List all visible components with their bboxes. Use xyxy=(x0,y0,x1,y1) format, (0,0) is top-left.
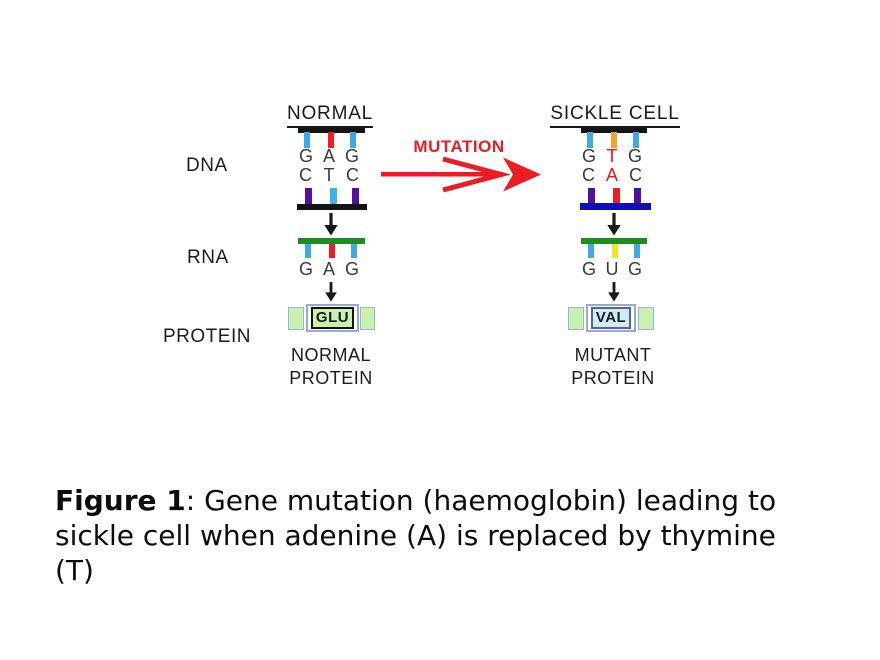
sickle-dna-bottom-codon: C A C xyxy=(582,165,642,186)
down-arrow-icon xyxy=(325,282,337,302)
caption-text: : Gene mutation (haemoglobin) leading to xyxy=(185,484,777,517)
protein-row-label: PROTEIN xyxy=(163,326,251,347)
caption-line: sickle cell when adenine (A) is replaced… xyxy=(55,519,776,552)
nucleotide-letter-mutated: A xyxy=(605,165,618,185)
normal-rna-bar xyxy=(298,238,365,244)
nucleotide-letter: A xyxy=(322,146,335,166)
sickle-rna-bar xyxy=(581,238,647,244)
sickle-dna-bottom-tick-2 xyxy=(613,188,620,205)
normal-rna-codon: G A G xyxy=(299,259,359,280)
mutation-arrow-icon xyxy=(381,156,541,193)
nucleotide-letter: G xyxy=(627,259,642,279)
nucleotide-letter: G xyxy=(344,146,359,166)
normal-dna-bottom-strand-bar xyxy=(297,204,367,210)
nucleotide-letter: C xyxy=(299,165,312,185)
nucleotide-letter: C xyxy=(346,165,359,185)
normal-rna-tick-2 xyxy=(329,244,335,258)
normal-dna-bottom-tick-3 xyxy=(352,188,359,205)
down-arrow-icon xyxy=(607,213,621,236)
figure-caption: Figure 1: Gene mutation (haemoglobin) le… xyxy=(55,483,850,588)
normal-protein-chain-segment xyxy=(360,307,375,330)
nucleotide-letter: G xyxy=(299,259,314,279)
sickle-dna-top-tick-1 xyxy=(587,132,593,148)
normal-dna-top-strand-bar xyxy=(298,128,365,133)
normal-protein-caption-line2: PROTEIN xyxy=(289,368,373,388)
sickle-residue-label: VAL xyxy=(590,307,632,329)
sickle-protein-caption-line2: PROTEIN xyxy=(571,368,655,388)
mutation-label: MUTATION xyxy=(413,137,505,156)
rna-row-label: RNA xyxy=(187,247,229,268)
normal-protein-chain-segment xyxy=(288,307,304,330)
sickle-protein-residue-box: VAL xyxy=(586,304,636,332)
sickle-protein-chain-segment xyxy=(638,307,654,330)
normal-residue-label: GLU xyxy=(310,307,355,329)
sickle-column-heading: SICKLE CELL xyxy=(535,103,695,128)
nucleotide-letter: A xyxy=(322,259,335,279)
normal-protein-residue-box: GLU xyxy=(306,304,359,332)
normal-protein-caption-line1: NORMAL xyxy=(290,345,371,365)
sickle-rna-tick-2 xyxy=(612,244,618,258)
down-arrow-icon xyxy=(608,282,620,302)
normal-dna-top-tick-1 xyxy=(304,132,310,148)
normal-dna-bottom-tick-1 xyxy=(305,188,312,205)
sickle-dna-top-codon: G T G xyxy=(582,146,642,167)
normal-rna-tick-3 xyxy=(351,244,357,258)
normal-heading-text: NORMAL xyxy=(286,103,374,128)
nucleotide-letter: C xyxy=(582,165,595,185)
nucleotide-letter: U xyxy=(605,259,619,279)
down-arrow-icon xyxy=(324,213,338,236)
nucleotide-letter: G xyxy=(582,259,597,279)
normal-rna-tick-1 xyxy=(305,244,311,258)
nucleotide-letter: T xyxy=(323,165,335,185)
sickle-protein-caption-line1: MUTANT xyxy=(574,345,652,365)
sickle-heading-text: SICKLE CELL xyxy=(550,103,680,128)
sickle-dna-top-tick-3 xyxy=(633,132,639,148)
nucleotide-letter: G xyxy=(582,146,597,166)
sickle-rna-tick-3 xyxy=(634,244,640,258)
caption-line: Figure 1: Gene mutation (haemoglobin) le… xyxy=(55,483,850,518)
normal-dna-bottom-codon: C T C xyxy=(299,165,359,186)
sickle-dna-top-strand-bar xyxy=(581,128,647,133)
normal-dna-bottom-tick-2 xyxy=(330,188,337,205)
sickle-rna-codon: G U G xyxy=(582,259,642,280)
normal-dna-top-tick-2 xyxy=(328,132,334,148)
sickle-dna-bottom-tick-1 xyxy=(588,188,595,205)
sickle-dna-bottom-tick-3 xyxy=(634,188,641,205)
normal-column-heading: NORMAL xyxy=(270,103,390,128)
nucleotide-letter: C xyxy=(628,165,642,185)
nucleotide-letter: G xyxy=(344,259,359,279)
dna-row-label: DNA xyxy=(186,155,228,176)
caption-figure-number: Figure 1 xyxy=(55,484,186,517)
sickle-protein-chain-segment xyxy=(568,307,584,330)
sickle-rna-tick-1 xyxy=(588,244,594,258)
caption-line: (T) xyxy=(55,554,94,587)
nucleotide-letter: G xyxy=(299,146,314,166)
sickle-dna-bottom-strand-bar xyxy=(580,203,651,210)
nucleotide-letter-mutated: T xyxy=(606,146,618,166)
nucleotide-letter: G xyxy=(627,146,642,166)
sickle-dna-top-tick-2 xyxy=(611,132,617,148)
normal-dna-top-codon: G A G xyxy=(299,146,359,167)
normal-dna-top-tick-3 xyxy=(350,132,356,148)
